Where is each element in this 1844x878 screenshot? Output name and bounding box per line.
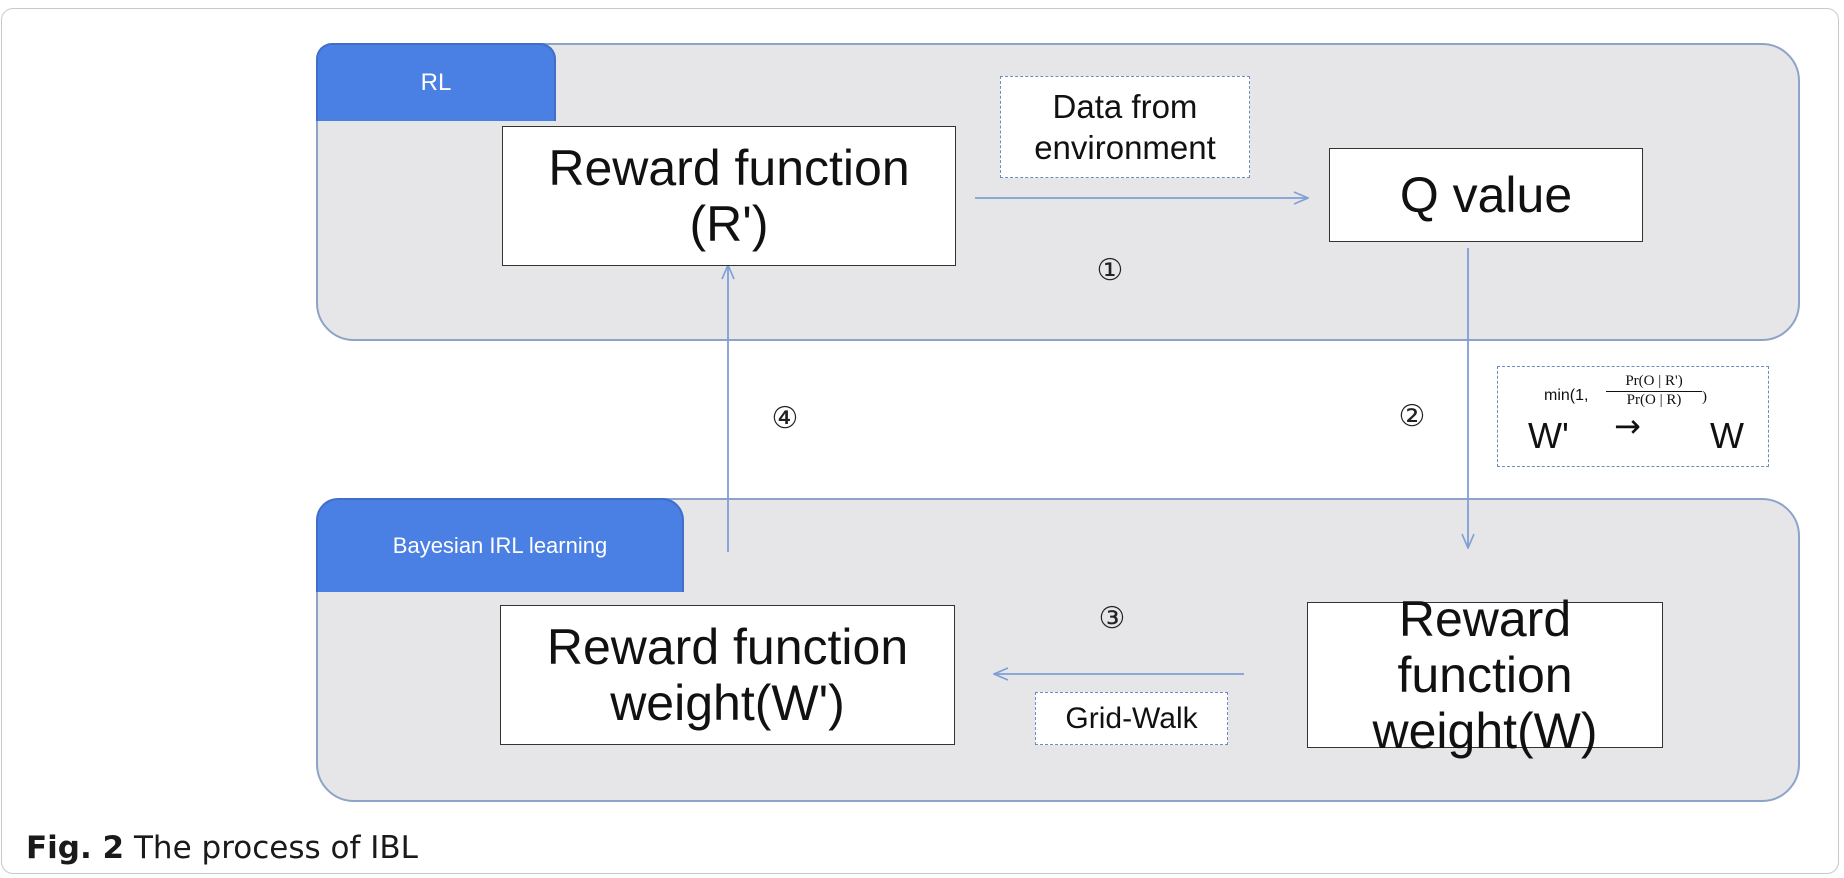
reward-weight-line1: Reward function bbox=[1397, 591, 1573, 703]
reward-function-line2: (R') bbox=[689, 196, 769, 252]
q-value-box: Q value bbox=[1329, 148, 1643, 242]
formula-denominator: Pr(O | R) bbox=[1626, 392, 1682, 408]
data-from-env-line2: environment bbox=[1034, 129, 1216, 166]
data-from-environment-label: Data from environment bbox=[1000, 76, 1250, 178]
bayesian-irl-tab-label: Bayesian IRL learning bbox=[316, 498, 684, 592]
formula-numerator: Pr(O | R') bbox=[1606, 373, 1702, 392]
q-value-label: Q value bbox=[1399, 167, 1573, 223]
reward-weight-box: Reward function weight(W) bbox=[1307, 591, 1663, 759]
reward-weight-prime-line1: Reward function bbox=[546, 619, 909, 675]
caption-label: Fig. 2 bbox=[26, 830, 125, 866]
step-2-marker: ② bbox=[1398, 398, 1426, 434]
reward-weight-prime-line2: weight(W') bbox=[610, 675, 845, 731]
figure-caption: Fig. 2 The process of IBL bbox=[26, 830, 418, 866]
formula-min: min(1, bbox=[1544, 387, 1589, 404]
formula-arrow-icon: → bbox=[1614, 407, 1641, 445]
formula-close: ) bbox=[1702, 389, 1707, 405]
step-1-marker: ① bbox=[1096, 252, 1124, 288]
figure-frame bbox=[1, 8, 1839, 874]
step-4-marker: ④ bbox=[771, 400, 799, 436]
reward-weight-prime-box: Reward function weight(W') bbox=[500, 605, 955, 745]
formula-left: W' bbox=[1528, 415, 1569, 456]
step-3-marker: ③ bbox=[1098, 600, 1126, 636]
grid-walk-label: Grid-Walk bbox=[1035, 692, 1228, 745]
reward-weight-line2: weight(W) bbox=[1372, 703, 1598, 759]
formula-fraction: Pr(O | R') Pr(O | R) bbox=[1606, 373, 1702, 409]
reward-function-line1: Reward function bbox=[548, 140, 910, 196]
reward-function-box: Reward function (R') bbox=[502, 126, 956, 266]
caption-text: The process of IBL bbox=[134, 830, 418, 866]
data-from-env-line1: Data from bbox=[1052, 87, 1198, 125]
formula-right: W bbox=[1710, 415, 1744, 456]
acceptance-formula-label: W' min(1, Pr(O | R') Pr(O | R) ) → W bbox=[1497, 366, 1769, 467]
grid-walk-text: Grid-Walk bbox=[1065, 701, 1198, 735]
rl-tab-label: RL bbox=[316, 43, 556, 121]
